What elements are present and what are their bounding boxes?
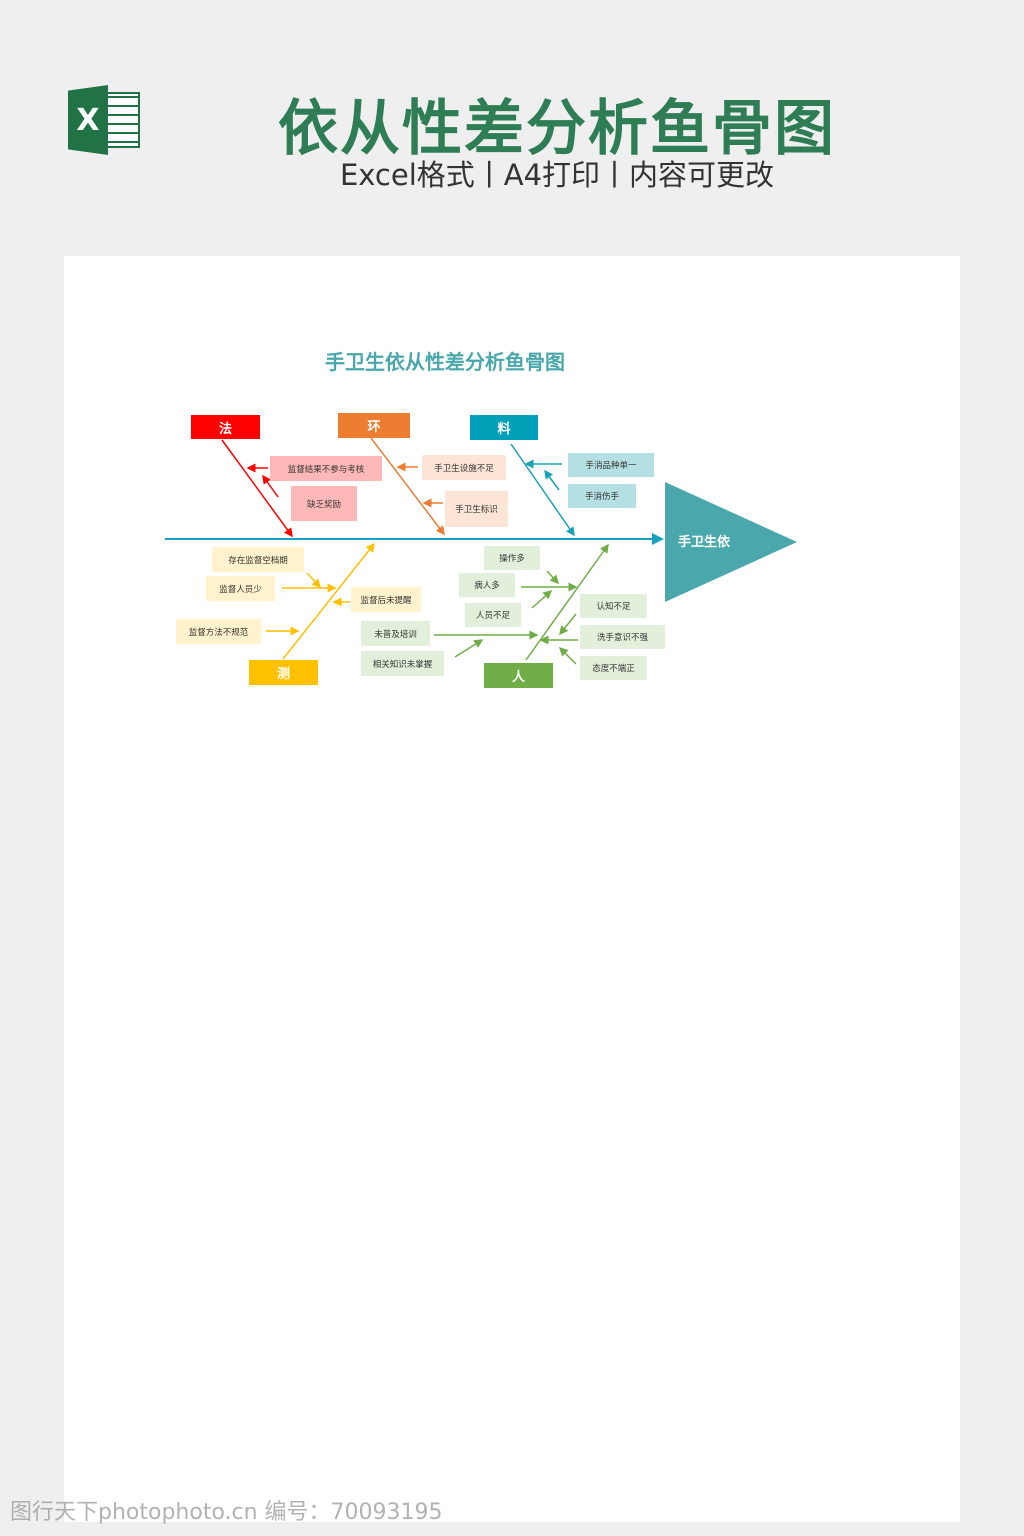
cause-box: 认知不足 (580, 594, 647, 618)
page-title: 依从性差分析鱼骨图 (278, 94, 836, 164)
cause-box: 人员不足 (465, 603, 521, 627)
cause-box: 手消品种单一 (568, 453, 654, 477)
category-liao: 料 (470, 415, 538, 440)
category-huan: 环 (338, 413, 410, 438)
cause-box: 手卫生标识 (445, 491, 508, 527)
cause-box: 手卫生设施不足 (422, 455, 506, 480)
cause-box: 洗手意识不强 (580, 625, 665, 649)
cause-box: 相关知识未掌握 (361, 651, 444, 676)
document-page (64, 256, 960, 1522)
fish-head-label: 手卫生依 (678, 535, 731, 550)
branch-huan (370, 437, 445, 536)
branch-ce (266, 542, 375, 660)
cause-box: 监督人员少 (206, 576, 275, 601)
cause-box: 存在监督空档期 (212, 547, 304, 572)
chart-title: 手卫生依从性差分析鱼骨图 (325, 350, 565, 374)
cause-box: 态度不端正 (580, 656, 647, 680)
category-ce: 测 (249, 660, 318, 685)
branch-ren (434, 543, 609, 665)
fish-head (665, 482, 797, 602)
branch-fa (221, 439, 293, 538)
cause-box: 缺乏奖励 (291, 486, 357, 521)
cause-box: 未普及培训 (361, 621, 430, 646)
page-subtitle: Excel格式丨A4打印丨内容可更改 (339, 158, 775, 192)
branch-liao (510, 443, 575, 537)
cause-box: 操作多 (484, 546, 540, 570)
cause-box: 监督方法不规范 (176, 619, 261, 644)
cause-box: 病人多 (459, 573, 515, 597)
cause-box: 手消伤手 (568, 484, 636, 508)
category-ren: 人 (484, 663, 553, 688)
watermark: 图行天下photophoto.cn 编号：70093195 (10, 1500, 443, 1525)
cause-box: 监督后未提醒 (351, 587, 421, 612)
excel-logo-icon: X (68, 85, 142, 155)
category-fa: 法 (191, 415, 260, 439)
cause-box: 监督结果不参与考核 (270, 456, 382, 481)
logo-letter: X (68, 85, 108, 155)
